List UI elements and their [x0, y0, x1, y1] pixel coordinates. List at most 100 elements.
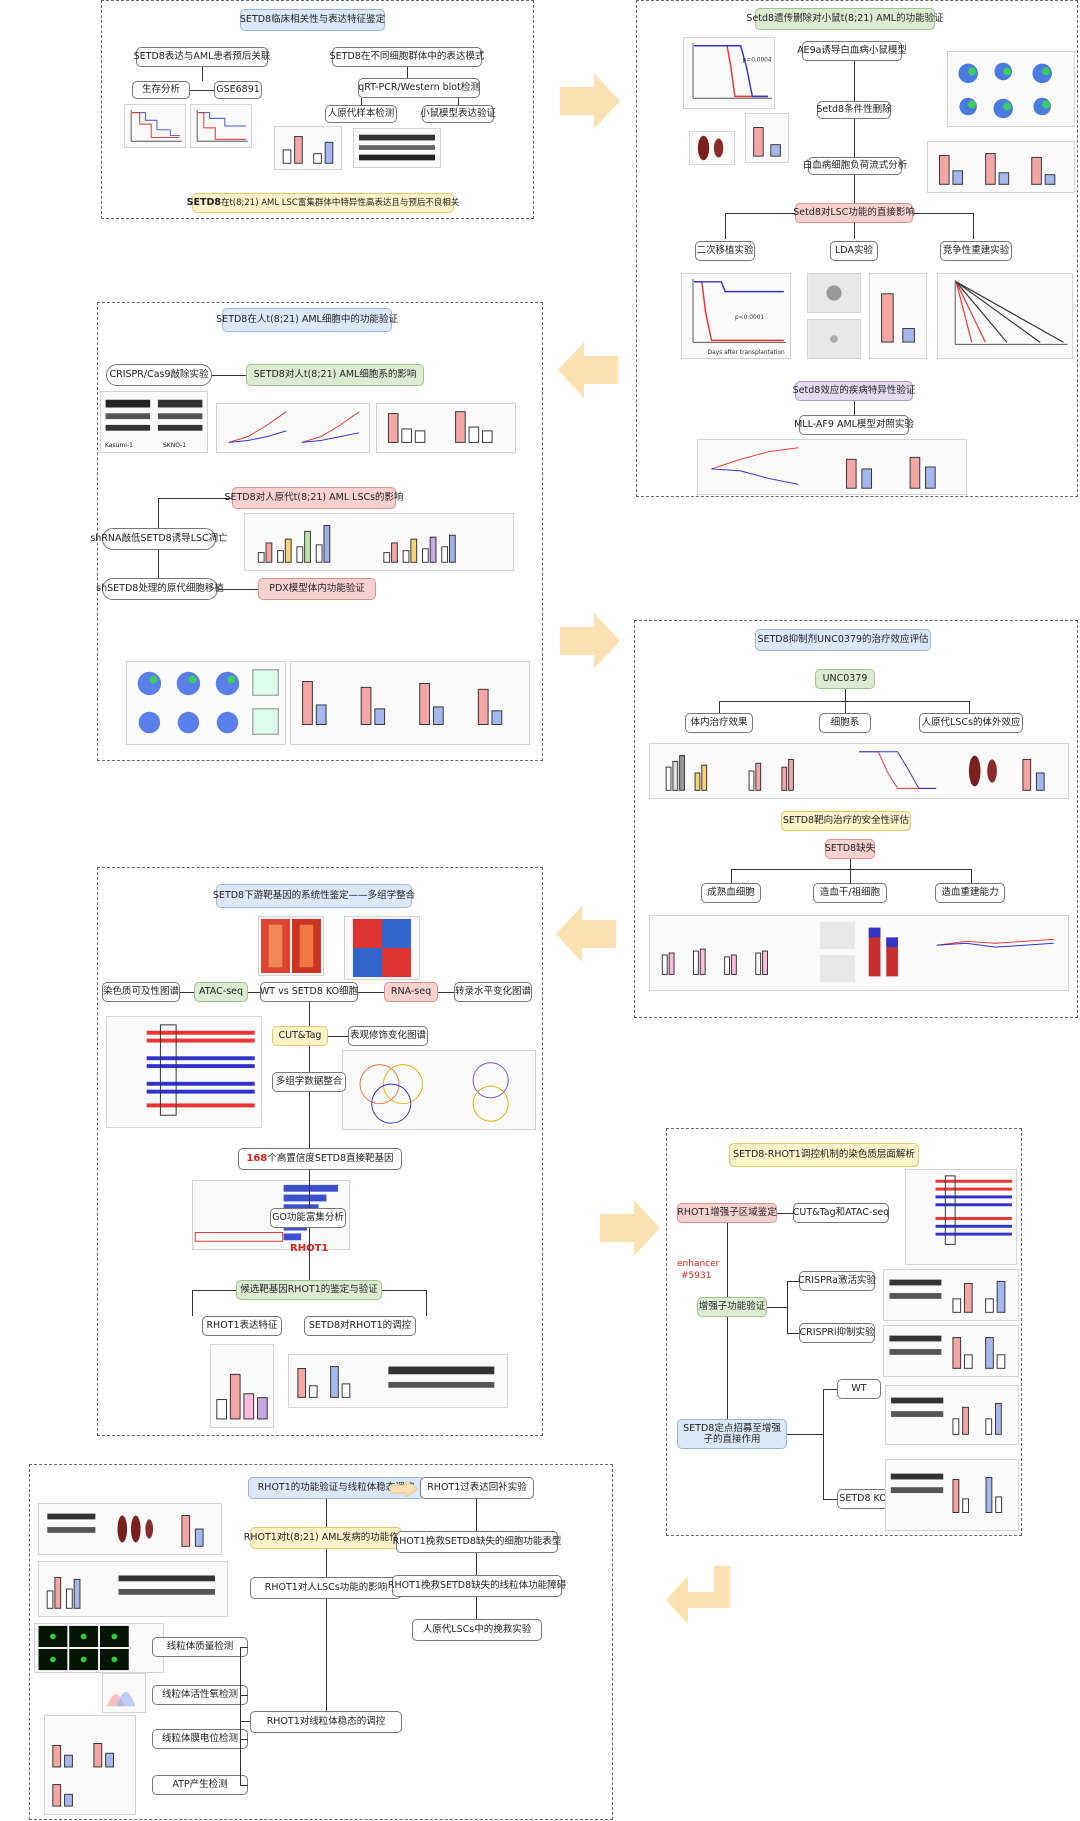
p6-enhancer-number: #5931 [681, 1271, 712, 1281]
p7-mito-reg: RHOT1对线粒体稳态的调控 [250, 1711, 402, 1733]
panel-chromatin-mechanism: SETD8-RHOT1调控机制的染色质层面解析 RHOT1增强子区域鉴定 CUT… [666, 1128, 1022, 1536]
p5-genome-tracks [106, 1016, 262, 1128]
p7-microscopy [34, 1623, 164, 1673]
p5-multi: 多组学数据整合 [272, 1072, 346, 1092]
p1-bar-plot [274, 126, 342, 170]
p1-gse: GSE6891 [214, 81, 262, 99]
p7-rescue: RHOT1过表达回补实验 [420, 1477, 534, 1499]
p5-wt-vs-ko: WT vs SETD8 KO细胞 [260, 982, 358, 1002]
p3-apoptosis-bars [244, 513, 514, 571]
p3-pdx: PDX模型体内功能验证 [258, 578, 376, 600]
p7-potential: 线粒体膜电位检测 [152, 1729, 248, 1749]
p7-lsc: RHOT1对人LSCs功能的影响 [250, 1577, 402, 1599]
p6-crispri: CRISPRi抑制实验 [799, 1323, 875, 1343]
p1-human: 人原代样本检测 [325, 105, 397, 123]
p7-title: RHOT1的功能验证与线粒体稳态调控 [248, 1477, 424, 1499]
p5-expression-bars [210, 1344, 274, 1428]
flow-arrow-right-1 [560, 73, 620, 129]
p7-arrow-right [390, 1481, 418, 1497]
flow-arrow-right-3 [600, 1200, 660, 1256]
p6-recruit: SETD8定点招募至增强子的直接作用 [677, 1419, 787, 1449]
svg-text:Days after transplantation: Days after transplantation [708, 350, 785, 356]
p1-qrt: qRT-PCR/Western blot检测 [358, 78, 480, 98]
p4-invivo: 体内治疗效果 [685, 713, 753, 733]
p7-lsc-plots [38, 1561, 228, 1617]
p5-chromatin: 染色质可及性图谱 [102, 982, 180, 1002]
p2-colony-image-1 [807, 273, 861, 313]
p7-flow-histogram [102, 1673, 146, 1713]
p7-ros: 线粒体活性氧检测 [152, 1685, 248, 1705]
panel-inhibitor: SETD8抑制剂UNC0379的治疗效应评估 UNC0379 体内治疗效果 细胞… [634, 620, 1078, 1018]
p7-role: RHOT1对t(8;21) AML发病的功能作用 [244, 1527, 408, 1549]
p2-title: Setd8遗传删除对小鼠t(8;21) AML的功能验证 [746, 8, 944, 30]
panel-multiomics: SETD8下游靶基因的系统性鉴定——多组学整合 WT vs SETD8 KO细胞… [97, 867, 543, 1436]
p5-heatmap-atac [258, 916, 324, 976]
p4-loss: SETD8缺失 [825, 839, 875, 859]
p6-enhancer-func: 增强子功能验证 [697, 1297, 767, 1317]
p5-epi: 表观修饰变化图谱 [348, 1026, 428, 1046]
p5-atac: ATAC-seq [194, 982, 248, 1002]
flow-arrow-right-2 [560, 613, 620, 669]
p5-heatmap-rna [344, 916, 420, 980]
p2-burden-bars [927, 141, 1075, 193]
p6-wt: WT [837, 1379, 881, 1399]
p7-mito-bars [44, 1715, 136, 1815]
p6-ko: SETD8 KO [837, 1489, 889, 1509]
p4-lscs: 人原代LSCs的体外效应 [919, 713, 1023, 733]
p2-model: AE9a诱导白血病小鼠模型 [797, 41, 907, 61]
p1-title: SETD8临床相关性与表达特征鉴定 [240, 9, 385, 31]
p3-pdx-bars [290, 661, 530, 745]
p7-mass: 线粒体质量检测 [152, 1637, 248, 1657]
svg-text:p<0.0001: p<0.0001 [735, 315, 764, 321]
p2-mll-control: MLL-AF9 AML模型对照实验 [794, 415, 914, 435]
p7-rescue-1: RHOT1挽救SETD8缺失的细胞功能表型 [393, 1531, 561, 1553]
p3-growth-curves [216, 403, 370, 453]
p1-survival: 生存分析 [132, 81, 190, 99]
p3-crispr: CRISPR/Cas9敲除实验 [106, 364, 212, 386]
panel-clinical: SETD8临床相关性与表达特征鉴定 SETD8表达与AML患者预后关联 SETD… [101, 0, 534, 219]
p6-enhancer-label: enhancer [677, 1259, 720, 1269]
p1-western-blot [353, 128, 441, 168]
p4-safety: SETD8靶向治疗的安全性评估 [781, 811, 911, 831]
p2-burden: 白血病细胞负荷流式分析 [803, 157, 907, 175]
p4-title: SETD8抑制剂UNC0379的治疗效应评估 [755, 629, 931, 651]
p2-secondary: 二次移植实验 [695, 241, 755, 261]
p7-blot-and-spleen [38, 1503, 222, 1555]
panel-human-validation: SETD8在人t(8;21) AML细胞中的功能验证 CRISPR/Cas9敲除… [90, 302, 543, 761]
p1-expression: SETD8在不同细胞群体中的表达模式 [330, 47, 484, 67]
p4-drug: UNC0379 [815, 669, 875, 689]
p7-atp: ATP产生检测 [152, 1775, 248, 1795]
p6-crispra-plots [883, 1269, 1019, 1321]
p7-rescue-2: RHOT1挽救SETD8缺失的线粒体功能障碍 [388, 1575, 566, 1597]
p2-colony-image-2 [807, 319, 861, 359]
svg-text:p=0.0004: p=0.0004 [743, 57, 772, 63]
p5-candidate: 候选靶基因RHOT1的鉴定与验证 [236, 1280, 382, 1300]
p1-prognosis: SETD8表达与AML患者预后关联 [134, 47, 270, 67]
p6-cut-atac: CUT&Tag和ATAC-seq [793, 1203, 889, 1223]
p5-cuttag: CUT&Tag [272, 1026, 328, 1046]
p4-recon: 造血重建能力 [935, 883, 1005, 903]
p2-spleen-bar [745, 113, 789, 163]
p3-effect: SETD8对人t(8;21) AML细胞系的影响 [246, 364, 424, 386]
p5-expression: RHOT1表达特征 [202, 1316, 282, 1336]
panel-rhot1-function: RHOT1的功能验证与线粒体稳态调控 RHOT1对t(8;21) AML发病的功… [29, 1464, 613, 1820]
flow-arrow-uturn [666, 1566, 730, 1624]
p2-mll-plots [697, 439, 967, 495]
p2-lda: LDA实验 [830, 241, 878, 261]
p6-title: SETD8-RHOT1调控机制的染色质层面解析 [729, 1143, 919, 1167]
p3-primary: SETD8对人原代t(8;21) AML LSCs的影响 [224, 487, 404, 509]
p3-pdx-flow [126, 661, 286, 745]
p5-venn [342, 1050, 536, 1130]
p5-go: GO功能富集分析 [270, 1208, 346, 1228]
flow-arrow-left-2 [556, 906, 616, 962]
p6-enhancer-id: RHOT1增强子区域鉴定 [677, 1203, 777, 1223]
p6-ko-plots [885, 1459, 1019, 1531]
p3-shsetd8-transplant: shSETD8处理的原代细胞移植 [96, 578, 224, 600]
p2-flow-plots [947, 51, 1075, 127]
p4-mature: 成熟血细胞 [701, 883, 761, 903]
p2-spleen-photo [689, 131, 735, 165]
